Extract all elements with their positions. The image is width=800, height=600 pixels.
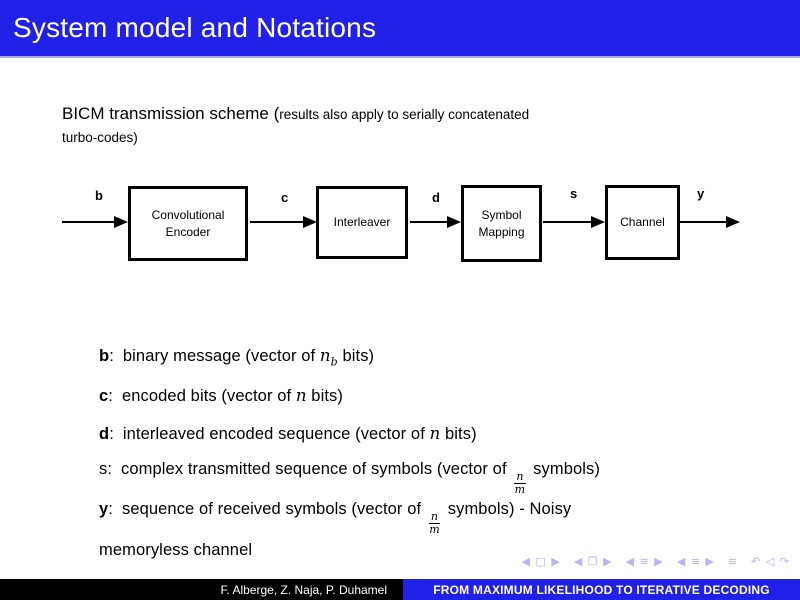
block-label-line1: Symbol (481, 207, 522, 222)
definition-text: symbols) - Noisy (443, 500, 572, 518)
signal-label-y: y (697, 186, 705, 201)
definition-c: c: encoded bits (vector of n bits) (99, 386, 719, 406)
signal-label-c: c (281, 190, 289, 205)
definition-symbol: s (99, 460, 108, 478)
block-convolutional-encoder: Convolutional Encoder (128, 186, 248, 261)
definition-text: bits) (306, 387, 343, 405)
definition-symbol: y (99, 500, 109, 518)
heading-main: BICM transmission scheme ( (62, 104, 280, 123)
arrowhead-d (447, 216, 461, 228)
definition-symbol: c (99, 387, 109, 405)
nav-frame-icon[interactable]: ◀ ❐ ▶ (573, 555, 613, 568)
definition-d: d: interleaved encoded sequence (vector o… (99, 424, 719, 444)
colon: : (108, 387, 113, 405)
nav-subsection-icon[interactable]: ◀ ≡ ▶ (625, 555, 664, 568)
block-interleaver: Interleaver (316, 186, 408, 259)
arrow-output (680, 221, 726, 223)
math-sub-b: b (330, 355, 338, 369)
footer-banner: FROM MAXIMUM LIKELIHOOD TO ITERATIVE DEC… (433, 582, 770, 597)
definition-text: symbols) (528, 460, 600, 478)
definition-b: b:binary message (vector of nb bits) (99, 346, 719, 368)
definition-text: sequence of received symbols (vector of (121, 500, 426, 518)
colon: : (109, 425, 114, 443)
block-label-line1: Convolutional (151, 207, 225, 222)
fraction-numerator: n (514, 470, 526, 484)
colon: : (108, 500, 113, 518)
arrowhead-c (303, 216, 317, 228)
definition-symbol: d (99, 425, 110, 443)
nav-slide-icon[interactable]: ◀ □ ▶ (521, 555, 561, 568)
math-var-n: n (295, 386, 307, 405)
heading: BICM transmission scheme (results also a… (62, 101, 529, 148)
title-bar: System model and Notations (0, 0, 800, 58)
arrow-s (543, 221, 592, 223)
signal-label-d: d (432, 190, 440, 205)
definition-text: complex transmitted sequence of symbols … (121, 460, 512, 478)
math-var-n: n (429, 424, 441, 443)
fraction-denominator: m (429, 522, 440, 536)
block-symbol-mapping: Symbol Mapping (461, 185, 542, 262)
definition-text: encoded bits (vector of (121, 387, 296, 405)
footer-authors-box: F. Alberge, Z. Naja, P. Duhamel (0, 579, 403, 600)
navigation-symbols: ◀ □ ▶ ◀ ❐ ▶ ◀ ≡ ▶ ◀ ≡ ▶ ≡ ↶ ◁ ↷ (522, 555, 790, 568)
block-label: Interleaver (333, 215, 391, 229)
signal-label-s: s (570, 186, 578, 201)
nav-history-icon[interactable]: ↶ ◁ ↷ (751, 555, 790, 568)
arrow-input (62, 221, 115, 223)
footer-banner-box: FROM MAXIMUM LIKELIHOOD TO ITERATIVE DEC… (403, 579, 800, 600)
heading-note: results also apply to serially concatena… (279, 107, 530, 122)
arrowhead-s (591, 216, 605, 228)
definition-symbol: b (99, 347, 110, 365)
definition-text: interleaved encoded sequence (vector of (122, 425, 430, 443)
definition-text: bits) (337, 347, 375, 365)
block-channel: Channel (605, 185, 680, 260)
arrow-c (250, 221, 303, 223)
fraction-denominator: m (514, 482, 526, 496)
arrowhead-output (726, 216, 740, 228)
arrow-d (410, 221, 448, 223)
definition-text-line2: memoryless channel (99, 541, 253, 560)
block-label-line2: Mapping (478, 224, 525, 239)
nav-section-icon[interactable]: ◀ ≡ ▶ (676, 555, 715, 568)
definition-s: s: complex transmitted sequence of symbol… (99, 460, 719, 495)
arrowhead-input (114, 216, 128, 228)
heading-note-line2: turbo-codes) (62, 130, 138, 145)
footer-authors: F. Alberge, Z. Naja, P. Duhamel (220, 582, 387, 597)
definition-text: bits) (440, 425, 477, 443)
heading-line1: BICM transmission scheme (results also a… (62, 101, 529, 128)
footer: F. Alberge, Z. Naja, P. Duhamel FROM MAX… (0, 579, 800, 600)
fraction-numerator: n (428, 510, 441, 524)
math-var-n: n (319, 346, 331, 365)
slide-title: System model and Notations (13, 12, 377, 43)
block-label: Channel (620, 215, 665, 229)
definition-text: binary message (vector of (122, 347, 320, 365)
definition-y: y: sequence of received symbols (vector o… (99, 500, 719, 560)
block-label-line2: Encoder (165, 224, 211, 239)
colon: : (109, 347, 114, 365)
colon: : (107, 460, 113, 478)
nav-document-icon[interactable]: ≡ (727, 555, 739, 568)
signal-label-b: b (95, 188, 103, 203)
